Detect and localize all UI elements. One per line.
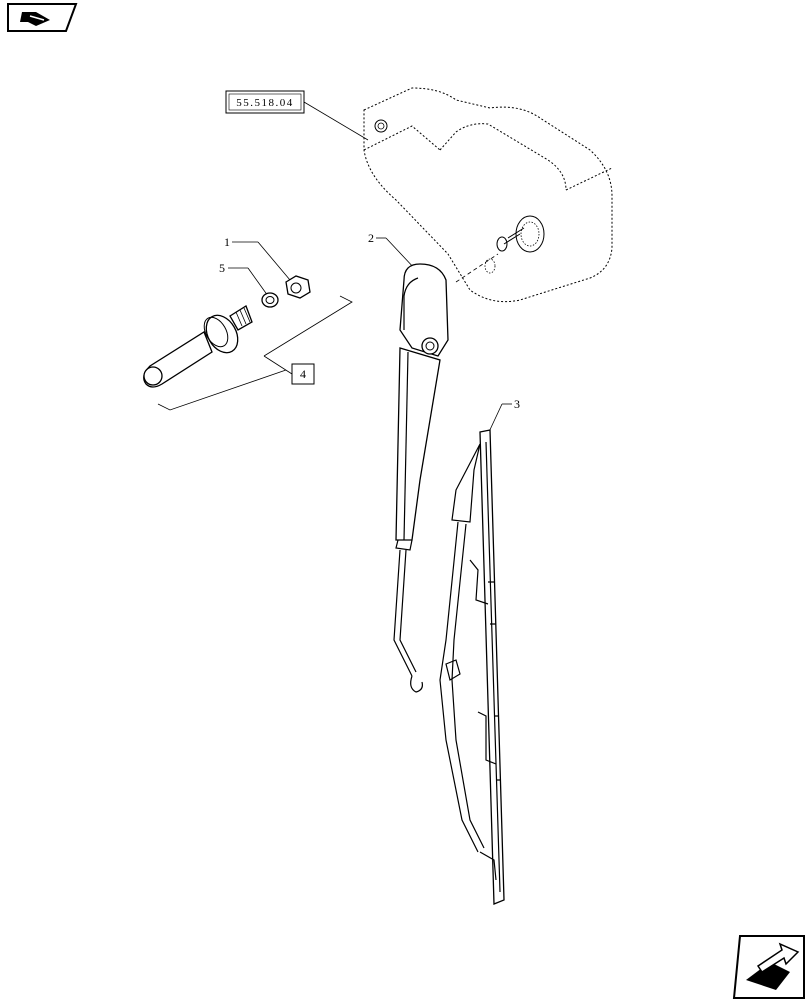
- callout-5: 5: [219, 261, 225, 275]
- wiper-blade-part: [439, 429, 505, 905]
- reference-code-box[interactable]: 55.518.04: [225, 90, 305, 114]
- reference-leader-line: [303, 101, 369, 141]
- arm-cap-part: [143, 305, 253, 388]
- previous-page-icon[interactable]: [7, 3, 78, 32]
- callout-1-leader-diag: [257, 241, 291, 281]
- kit-4-box[interactable]: 4: [291, 363, 315, 385]
- callout-5-leader-diag: [247, 267, 269, 297]
- callout-1: 1: [224, 235, 230, 249]
- callout-2: 2: [368, 231, 374, 245]
- callout-3: 3: [514, 397, 520, 411]
- callout-3-leader-diag: [487, 403, 503, 435]
- next-page-icon[interactable]: [732, 935, 805, 999]
- kit-bracket: [157, 295, 353, 411]
- nut-part: [285, 275, 311, 299]
- kit-4-label: 4: [300, 367, 306, 381]
- reference-code-label: 55.518.04: [236, 97, 294, 109]
- wiper-motor-outline: [363, 87, 613, 303]
- kit-leader: [263, 355, 293, 375]
- wiper-arm-part: [393, 263, 449, 693]
- callout-2-leader-diag: [385, 237, 417, 271]
- washer-part: [261, 292, 279, 308]
